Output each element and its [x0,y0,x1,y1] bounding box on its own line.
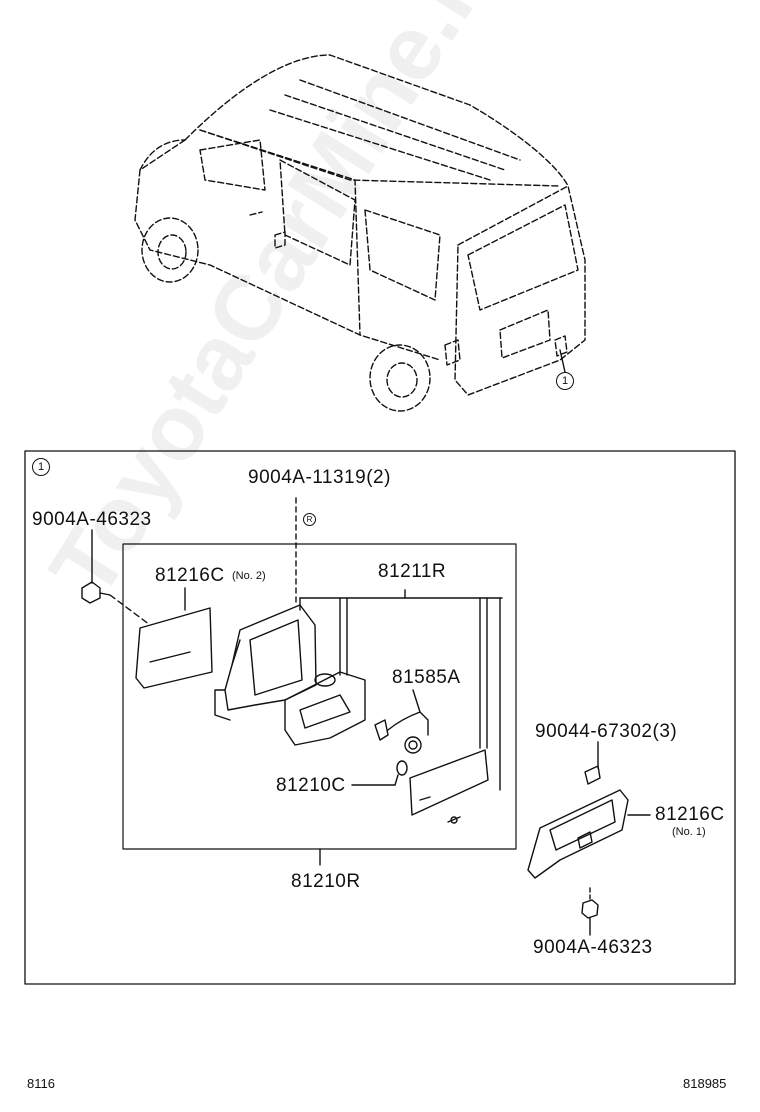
gasket-no2 [135,587,213,689]
footer-left-code: 8116 [27,1076,55,1091]
lamp-bracket [214,604,317,721]
label-socket-wire: 81585A [392,667,461,688]
r-marker: R [303,513,316,526]
label-gasket-no2: 81216C [155,565,225,586]
label-cover-no1: 81216C [655,804,725,825]
label-lamp-housing: 81211R [378,561,447,582]
bolt-bottom-right [581,887,599,936]
lamp-lens [284,671,366,746]
cover-no1 [527,789,651,879]
label-bolt-top-left: 9004A-46323 [32,509,152,530]
screw-right [584,741,601,785]
socket-wire [374,689,429,754]
label-assembly: 81210R [291,871,361,892]
lens-plate [409,749,489,824]
label-grommet-top: 9004A-11319(2) [248,467,391,488]
bolt-top-left [81,529,151,626]
footer-right-code: 818985 [683,1076,727,1091]
label-bolt-bottom-right: 9004A-46323 [533,937,653,958]
vehicle-callout-marker: 1 [556,372,574,390]
assembly-frame [122,543,517,850]
group-marker: 1 [32,458,50,476]
vehicle-illustration [134,54,586,412]
label-screw-right: 90044-67302(3) [535,721,678,742]
label-cover-no1-note: (No. 1) [672,826,706,838]
group-frame [24,450,736,985]
label-bulb: 81210C [276,775,346,796]
label-gasket-no2-note: (No. 2) [232,570,266,582]
bulb [351,760,408,786]
